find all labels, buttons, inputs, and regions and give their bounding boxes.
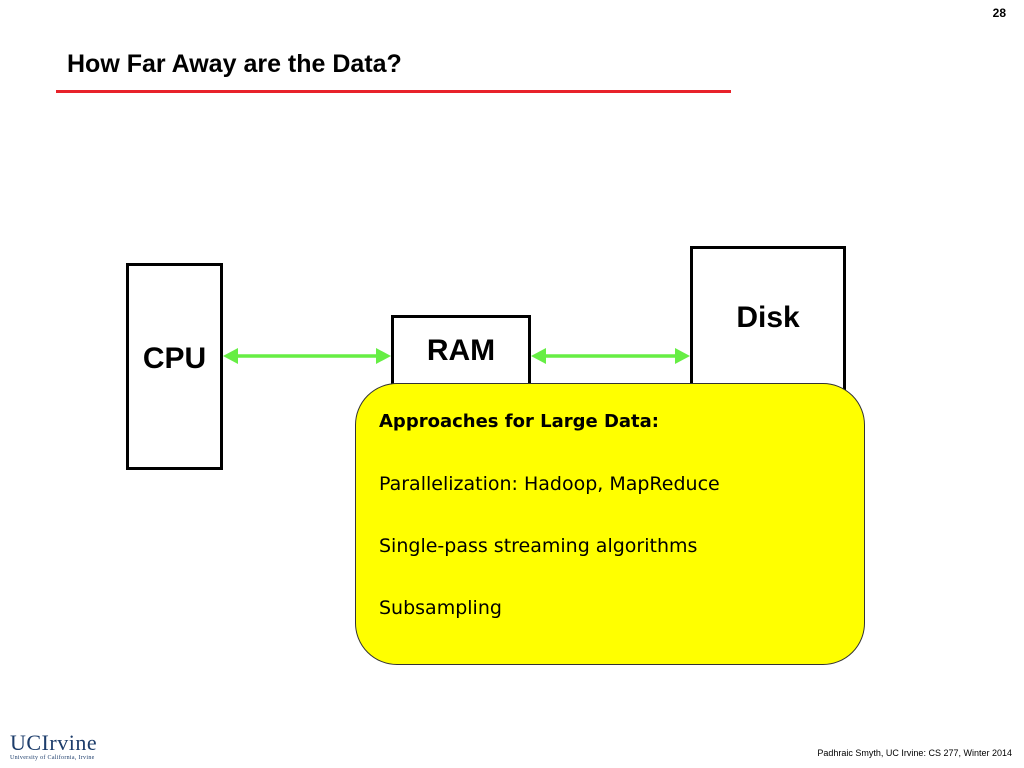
cpu-box: CPU	[126, 263, 223, 470]
disk-box: Disk	[690, 246, 846, 406]
cpu-ram-arrow	[223, 348, 391, 364]
title-underline	[56, 90, 731, 93]
page-number: 28	[992, 6, 1006, 20]
uc-irvine-logo: UCIrvine University of California, Irvin…	[10, 732, 97, 762]
logo-main-text: UCIrvine	[10, 730, 98, 755]
cpu-label: CPU	[142, 341, 207, 375]
disk-label: Disk	[736, 301, 800, 334]
ram-label: RAM	[426, 334, 496, 367]
logo-sub-text: University of California, Irvine	[10, 755, 95, 761]
footer-credit: Padhraic Smyth, UC Irvine: CS 277, Winte…	[817, 748, 1012, 758]
callout-item-subsampling: Subsampling	[379, 597, 502, 619]
large-data-callout: Approaches for Large Data: Parallelizati…	[355, 383, 865, 665]
callout-item-streaming: Single-pass streaming algorithms	[379, 535, 698, 557]
callout-item-parallelization: Parallelization: Hadoop, MapReduce	[379, 473, 720, 495]
callout-heading: Approaches for Large Data:	[379, 411, 659, 432]
slide-title: How Far Away are the Data?	[67, 50, 402, 78]
ram-disk-arrow	[531, 348, 690, 364]
